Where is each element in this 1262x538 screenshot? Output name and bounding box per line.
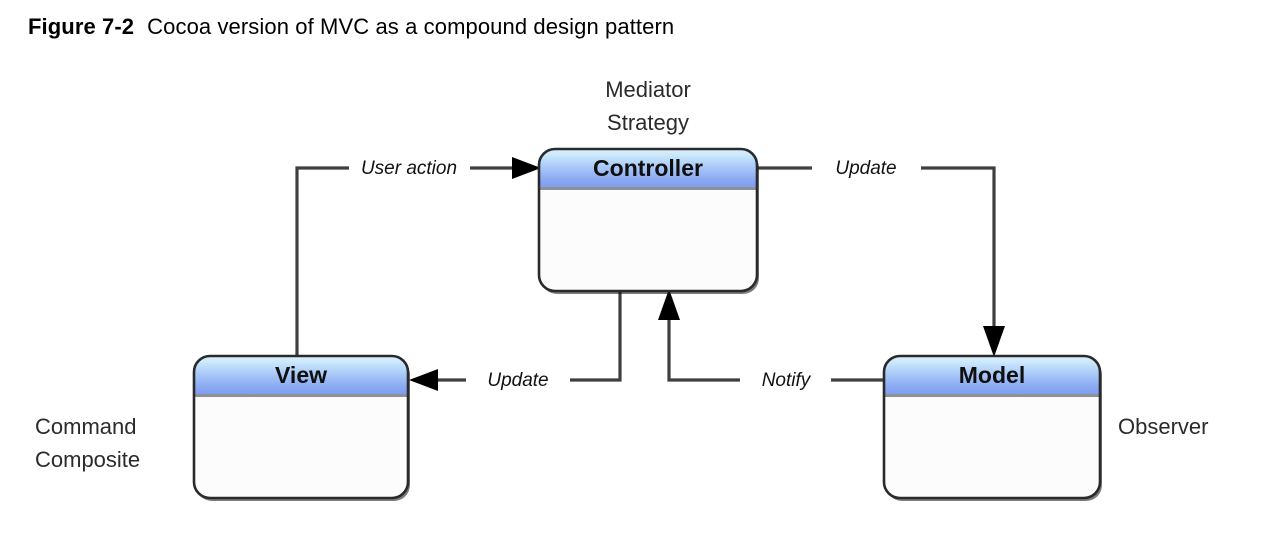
edge-label-user-action: User action — [361, 158, 457, 179]
model-box-border — [882, 354, 1102, 500]
edge-notify: Notify — [658, 289, 884, 391]
view-box-border — [192, 354, 410, 500]
controller-title: Controller — [593, 155, 703, 181]
model-pattern-labels: Observer — [1118, 414, 1208, 439]
view-header-divider — [194, 394, 408, 397]
view-title: View — [275, 362, 327, 388]
view-box-header — [194, 356, 408, 394]
view-pattern-labels: Command Composite — [35, 414, 140, 472]
node-controller[interactable]: Controller — [537, 147, 759, 294]
model-box-header — [884, 356, 1100, 394]
edge-label-update-model: Update — [835, 158, 896, 179]
edge-user-action: User action — [295, 157, 541, 357]
pattern-label-composite: Composite — [35, 447, 140, 472]
edge-update-model: Update — [757, 158, 1005, 357]
arrowhead-update-model — [983, 326, 1005, 357]
arrowhead-notify — [658, 289, 680, 320]
controller-box-header — [539, 149, 757, 187]
node-model[interactable]: Model — [882, 354, 1102, 501]
figure-caption-text: Cocoa version of MVC as a compound desig… — [147, 14, 675, 39]
edge-label-update-view: Update — [487, 370, 548, 391]
edge-user-action-line-left — [295, 166, 349, 357]
pattern-label-observer: Observer — [1118, 414, 1208, 439]
model-title: Model — [959, 362, 1025, 388]
model-header-divider — [884, 394, 1100, 397]
controller-pattern-labels: Mediator Strategy — [605, 77, 691, 135]
arrowhead-update-view — [409, 369, 438, 391]
edge-label-notify: Notify — [762, 370, 812, 391]
figure-label: Figure 7-2 — [28, 14, 135, 39]
pattern-label-strategy: Strategy — [607, 110, 689, 135]
controller-header-divider — [539, 187, 757, 190]
edge-update-view: Update — [409, 291, 622, 391]
pattern-label-mediator: Mediator — [605, 77, 691, 102]
pattern-label-command: Command — [35, 414, 136, 439]
edge-update-view-line-right — [570, 291, 622, 382]
node-view[interactable]: View — [192, 354, 410, 501]
controller-box-border — [537, 147, 759, 293]
edge-update-model-line-right — [921, 166, 996, 330]
arrowhead-user-action — [512, 157, 541, 179]
edge-notify-line-left — [667, 318, 740, 382]
figure-caption: Figure 7-2 Cocoa version of MVC as a comp… — [28, 14, 674, 40]
